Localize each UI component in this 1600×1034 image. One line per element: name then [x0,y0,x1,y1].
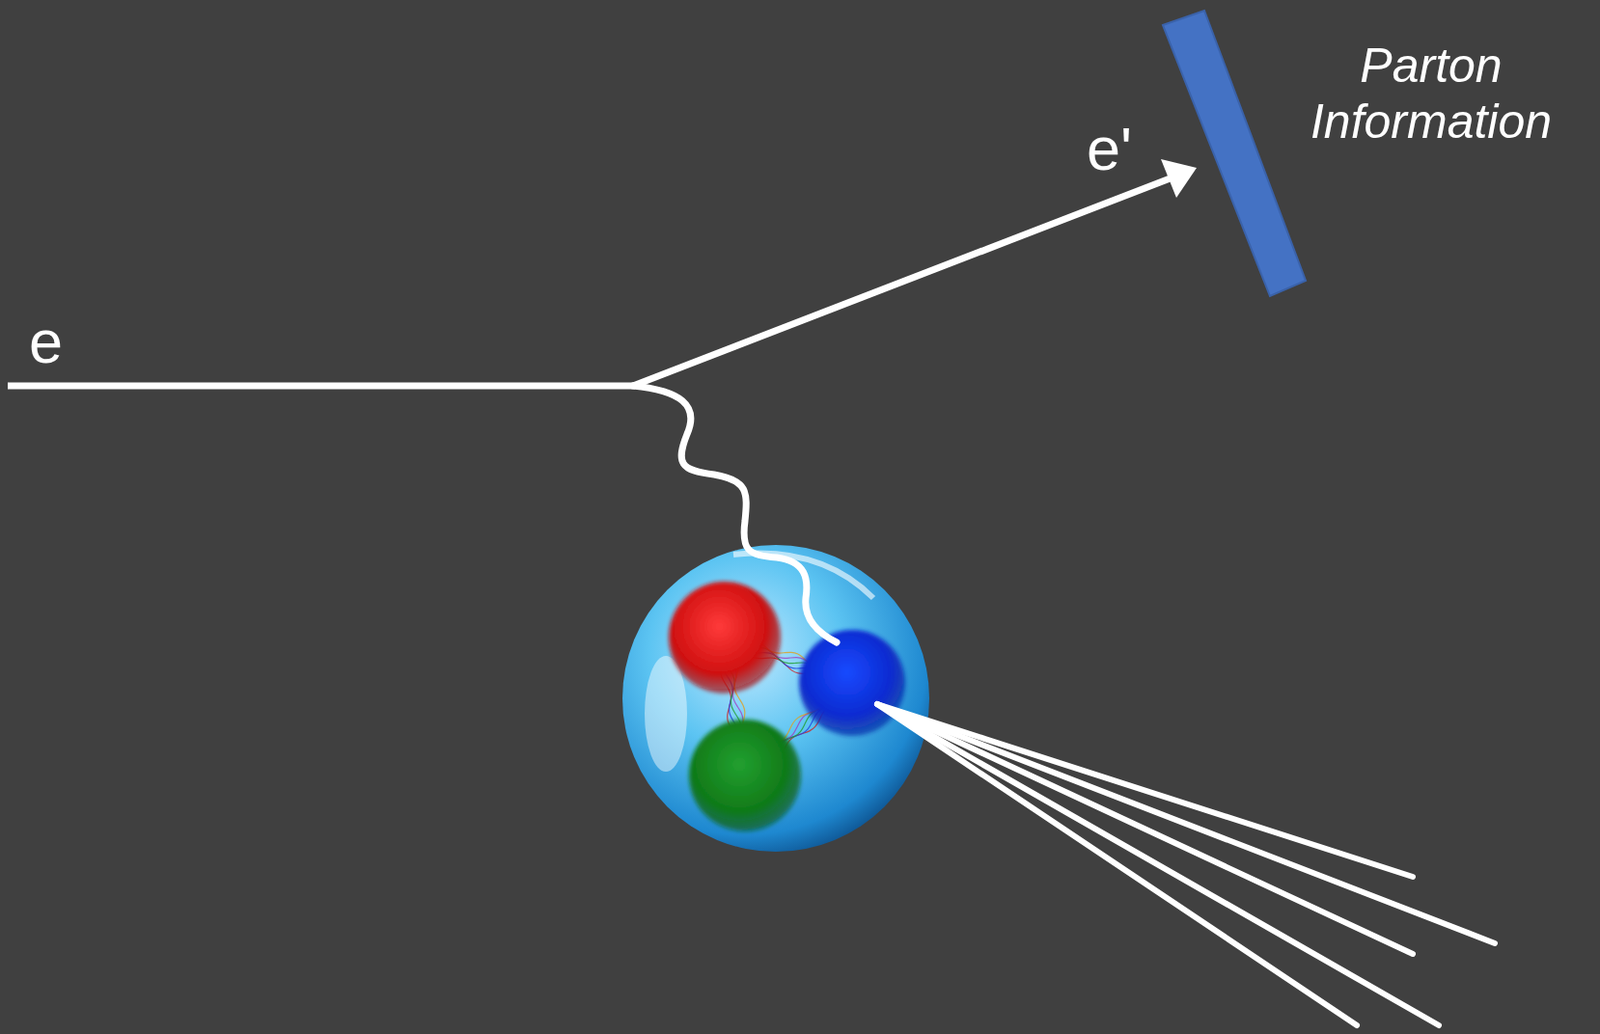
virtual-photon [633,386,837,643]
detector-bar [1162,10,1306,297]
hadron-jet [877,704,1495,1026]
electron-label: e [28,306,63,377]
electron-label: e' [1086,113,1132,184]
scattered-electron [633,177,1173,387]
proton-highlight [644,656,688,773]
red-quark [668,581,781,694]
green-quark [689,719,801,832]
proton [622,545,930,853]
blue-quark [799,630,906,737]
detector-label: Parton Information [1271,38,1591,150]
incoming-electron [7,383,635,390]
arrowhead [1160,159,1197,198]
